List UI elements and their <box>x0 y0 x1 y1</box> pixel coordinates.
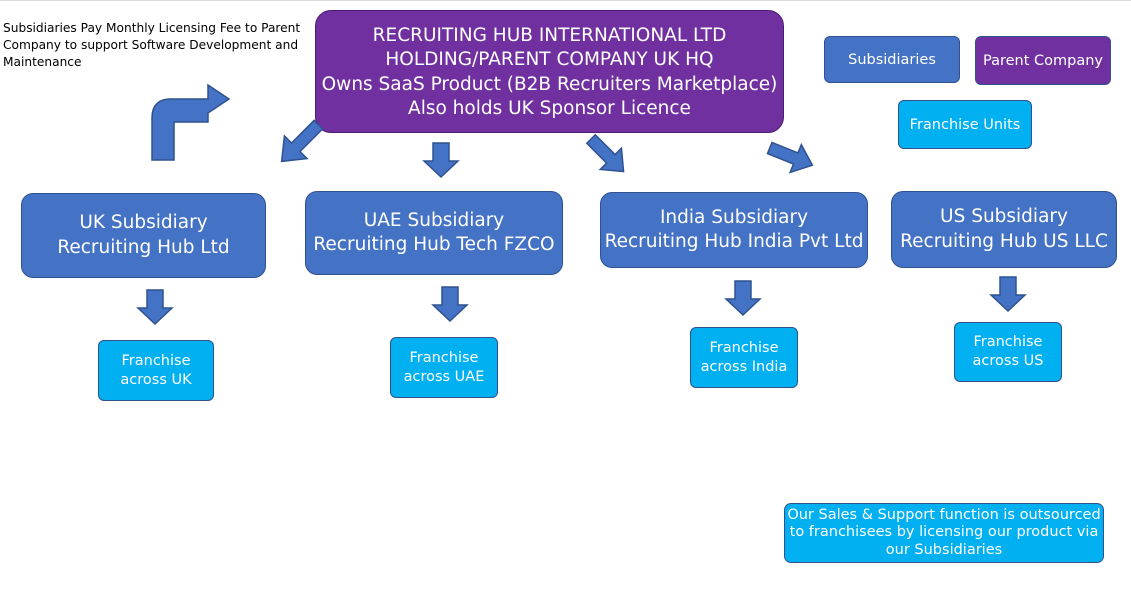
bent-up-arrow-icon <box>151 83 231 161</box>
arrow-uae-to-franchise <box>431 286 469 323</box>
top-border-line <box>0 0 1131 1</box>
subsidiary-uae-box: UAE Subsidiary Recruiting Hub Tech FZCO <box>305 191 563 275</box>
arrow-india-to-franchise <box>724 280 762 317</box>
franchise-uk-box: Franchise across UK <box>98 340 214 401</box>
arrow-us-to-franchise <box>989 276 1027 313</box>
legend-franchise-units: Franchise Units <box>898 100 1032 149</box>
subsidiary-uk-box: UK Subsidiary Recruiting Hub Ltd <box>21 193 266 278</box>
subsidiary-us-box: US Subsidiary Recruiting Hub US LLC <box>891 191 1117 268</box>
arrow-parent-to-us <box>766 141 814 174</box>
franchise-india-box: Franchise across India <box>690 327 798 388</box>
arrow-parent-to-uk <box>280 119 324 163</box>
arrow-parent-to-uae <box>422 142 460 179</box>
parent-company-box: RECRUITING HUB INTERNATIONAL LTD HOLDING… <box>315 10 784 133</box>
arrow-uk-to-franchise <box>136 289 174 326</box>
legend-parent-company: Parent Company <box>975 36 1111 85</box>
subsidiary-india-box: India Subsidiary Recruiting Hub India Pv… <box>600 192 868 268</box>
licensing-fee-note: Subsidiaries Pay Monthly Licensing Fee t… <box>3 21 301 69</box>
outsourcing-callout: Our Sales & Support function is outsourc… <box>784 503 1104 563</box>
arrow-parent-to-india <box>585 133 625 173</box>
franchise-us-box: Franchise across US <box>954 322 1062 382</box>
legend-subsidiaries: Subsidiaries <box>824 36 960 83</box>
franchise-uae-box: Franchise across UAE <box>390 337 498 398</box>
